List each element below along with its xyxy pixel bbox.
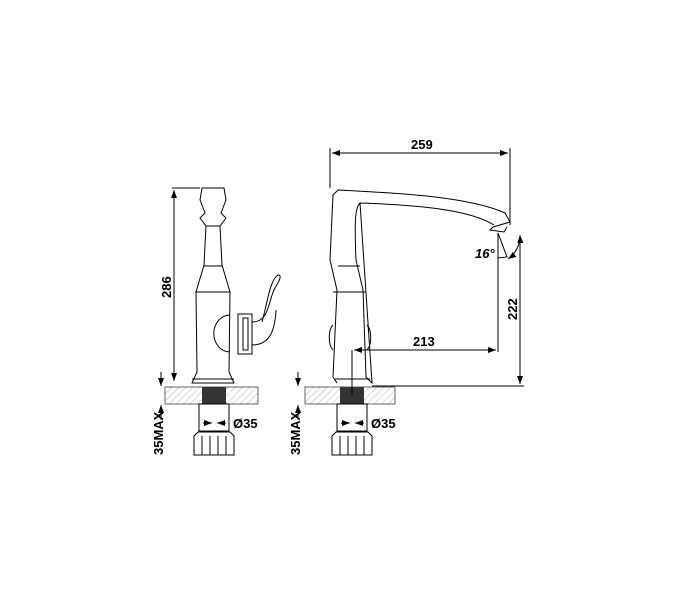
diameter-side: Ø35 [233,416,258,431]
faucet-body-side [191,187,281,384]
spout-height-dimension: 222 [505,298,520,320]
mount-nut-side [193,403,235,456]
angle-dimension: 16° [475,246,495,261]
spout-reach-dimension: 213 [413,334,435,349]
front-view: 259 16° 222 213 35MAX Ø35 [288,137,524,456]
max-thickness-side: 35MAX [151,411,166,455]
side-view: 286 35MAX Ø35 [151,187,281,456]
max-thickness-front: 35MAX [288,411,303,455]
thread-front [340,387,364,404]
faucet-body-front [328,189,511,385]
thread-side [202,387,226,404]
height-dimension: 286 [159,276,174,298]
diameter-front: Ø35 [371,416,396,431]
reach-dimension: 259 [411,137,433,152]
mount-nut-front [331,403,373,456]
